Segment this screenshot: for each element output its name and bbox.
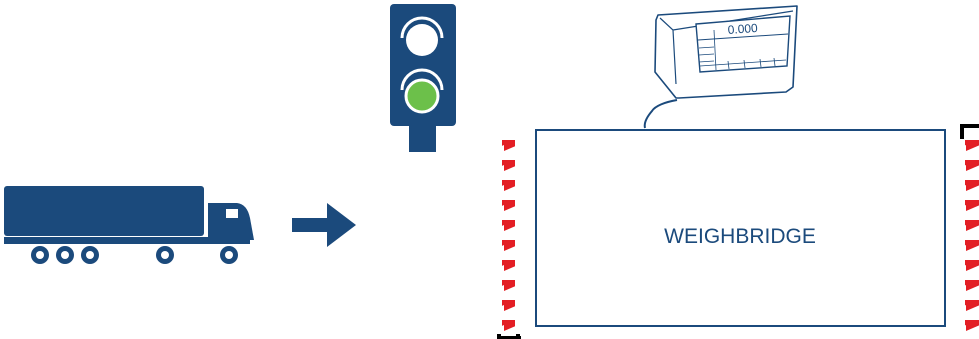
truck-window: [226, 209, 238, 218]
wheel-hub: [61, 251, 69, 259]
barrier-left-pole: [502, 131, 515, 339]
weighbridge-label: WEIGHBRIDGE: [664, 225, 816, 248]
arrow-right-icon: [292, 203, 356, 247]
barrier-right-cap: [962, 126, 979, 139]
truck-icon: [4, 186, 254, 264]
terminal-cable: [645, 100, 677, 128]
barrier-right: [962, 126, 979, 339]
traffic-light-icon: [390, 4, 456, 152]
lamp-green-on: [406, 80, 438, 112]
wheel-hub: [86, 251, 94, 259]
wheel-hub: [36, 251, 44, 259]
traffic-light-pole: [409, 126, 436, 152]
barrier-right-pole: [965, 138, 979, 339]
wheel-hub: [161, 251, 169, 259]
truck-cab: [208, 203, 254, 240]
weighbridge-platform: WEIGHBRIDGE: [536, 130, 945, 326]
wheel-hub: [225, 251, 233, 259]
lamp-top-off: [406, 24, 438, 56]
terminal-display-value: 0.000: [727, 21, 758, 37]
truck-trailer: [4, 186, 204, 236]
truck-wheels: [31, 246, 238, 264]
barrier-left: [497, 131, 519, 339]
weighing-terminal-icon: 0.000: [655, 6, 797, 98]
